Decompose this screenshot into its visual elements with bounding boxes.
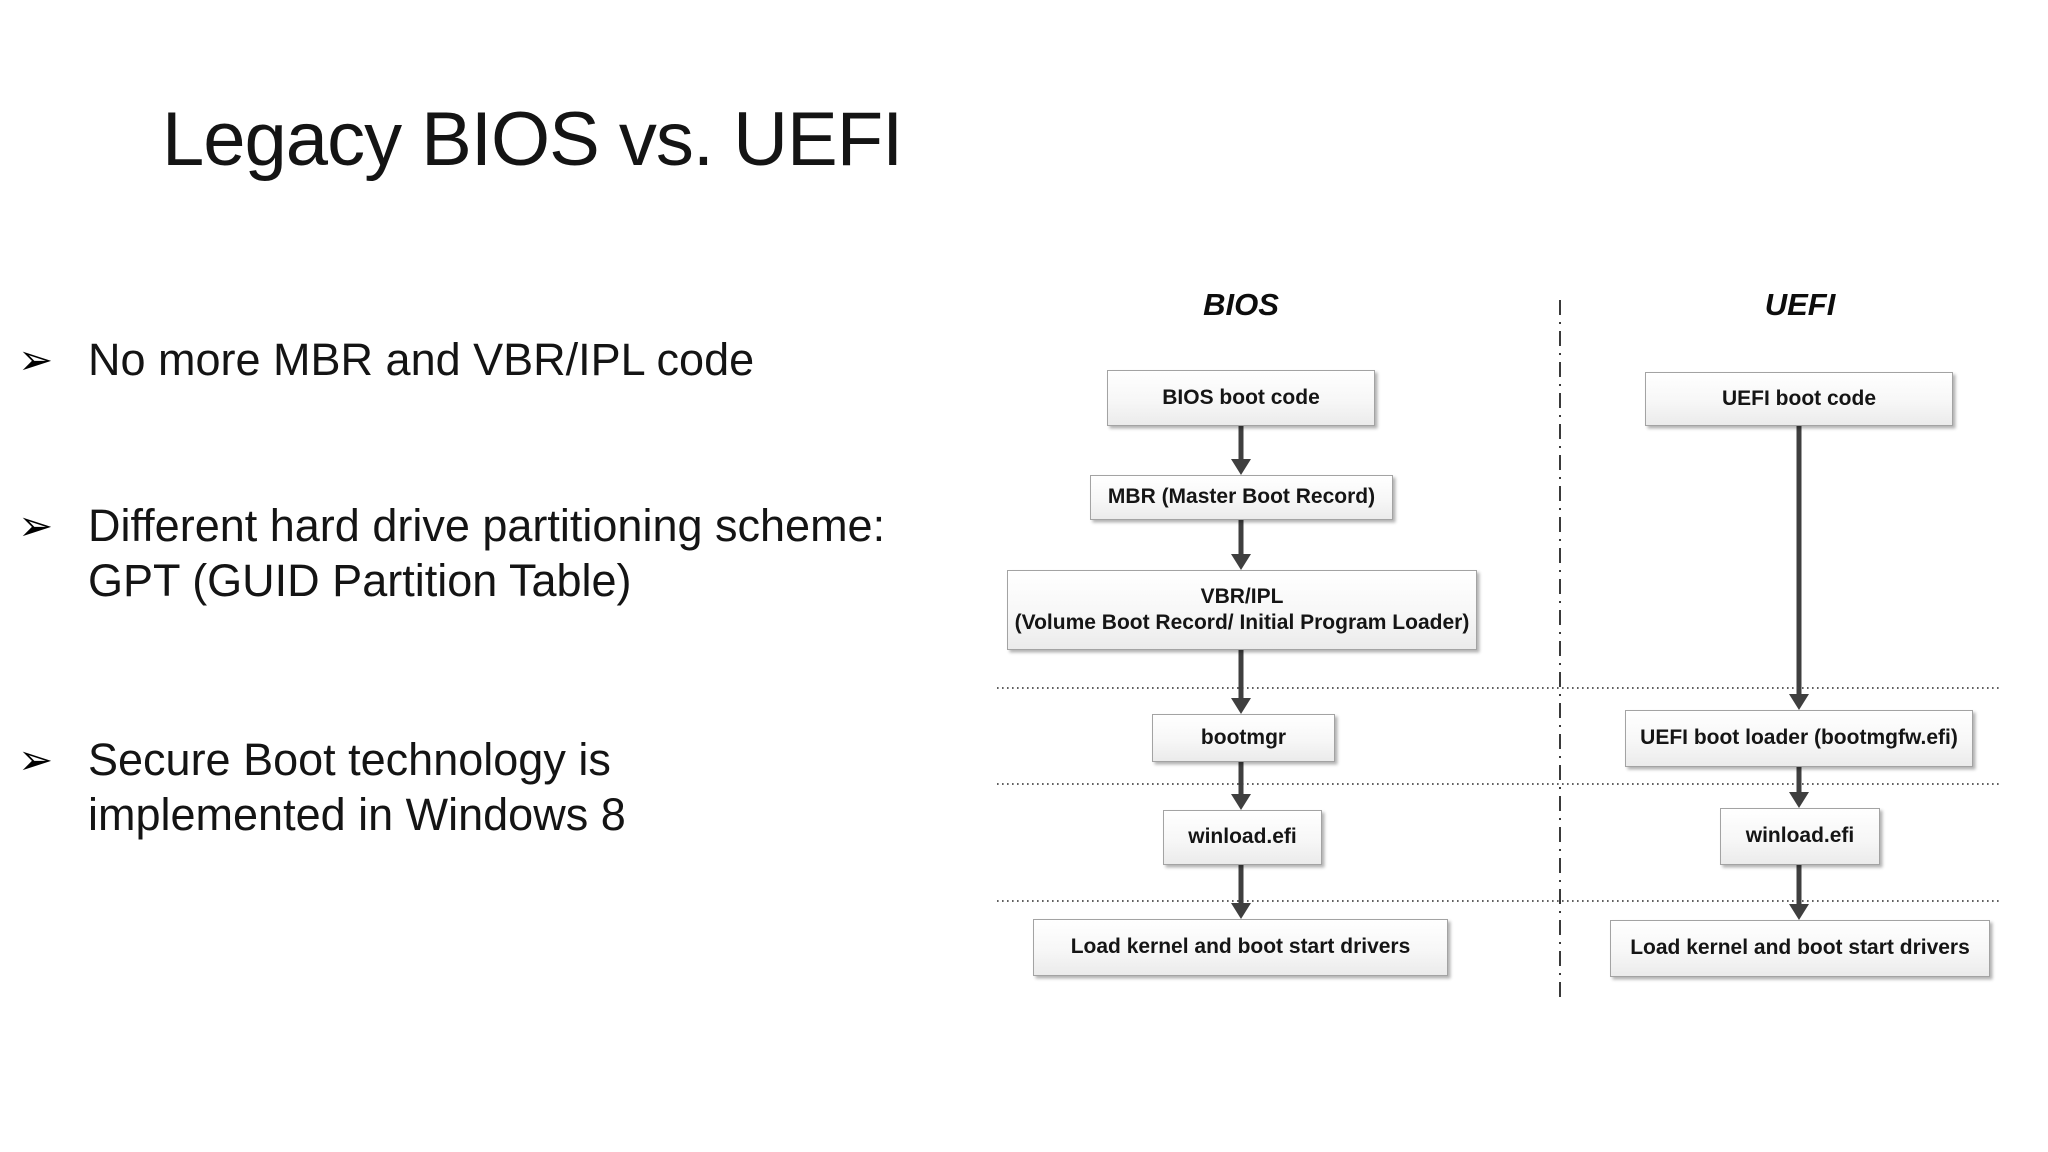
bullet-text: Different hard drive partitioning scheme…: [88, 500, 886, 606]
flow-box-label: MBR (Master Boot Record): [1107, 485, 1376, 509]
bullet-text: Secure Boot technology is implemented in…: [88, 734, 626, 840]
flow-box-label-line2: (Volume Boot Record/ Initial Program Loa…: [1014, 611, 1470, 634]
flow-arrow-mbr-to-vbr: [1231, 520, 1251, 570]
flow-arrow-winload-to-kernel-uefi: [1789, 865, 1809, 920]
uefi-column-header: UEFI: [1764, 287, 1836, 322]
boot-flow-diagram: BIOS UEFI BIOS boot code MBR (Master Boo…: [990, 285, 2048, 1010]
flow-box-label: Load kernel and boot start drivers: [1070, 935, 1411, 959]
flow-arrow-uefi-bootcode-to-loader: [1789, 426, 1809, 710]
flow-box-label: BIOS boot code: [1162, 385, 1320, 409]
flow-box-label: UEFI boot code: [1722, 386, 1876, 410]
arrow-bullet-icon: ➢: [18, 501, 54, 550]
flow-arrow-bootmgr-to-winload: [1231, 762, 1251, 810]
flow-box-load-kernel-bios: Load kernel and boot start drivers: [1033, 919, 1448, 976]
slide-title: Legacy BIOS vs. UEFI: [162, 97, 903, 182]
flow-box-label: bootmgr: [1200, 725, 1287, 749]
flow-box-label: winload.efi: [1188, 825, 1297, 849]
flow-box-winload-bios: winload.efi: [1163, 810, 1322, 865]
arrow-bullet-icon: ➢: [18, 335, 54, 384]
flow-box-label: Load kernel and boot start drivers: [1630, 936, 1970, 960]
flow-arrow-loader-to-winload-uefi: [1789, 767, 1809, 808]
diagram-lines-layer: [997, 300, 2000, 1000]
bios-column-header: BIOS: [1203, 287, 1279, 322]
flow-box-label: UEFI boot loader (bootmgfw.efi): [1640, 726, 1958, 750]
bullet-item: ➢ Different hard drive partitioning sche…: [18, 498, 923, 608]
bullet-item: ➢ Secure Boot technology is implemented …: [18, 732, 698, 842]
flow-box-mbr: MBR (Master Boot Record): [1090, 475, 1393, 520]
flow-box-label: winload.efi: [1745, 824, 1855, 848]
flow-arrow-vbr-to-bootmgr: [1231, 650, 1251, 714]
flow-box-bootmgr: bootmgr: [1152, 714, 1335, 762]
flow-box-vbr-ipl: VBR/IPL (Volume Boot Record/ Initial Pro…: [1007, 570, 1477, 650]
flow-arrow-bios-bootcode-to-mbr: [1231, 426, 1251, 475]
flow-box-bios-boot-code: BIOS boot code: [1107, 370, 1375, 426]
flow-box-uefi-boot-loader: UEFI boot loader (bootmgfw.efi): [1625, 710, 1973, 767]
bullet-text: No more MBR and VBR/IPL code: [88, 334, 755, 385]
flow-box-label-line1: VBR/IPL: [1200, 584, 1284, 608]
flow-arrow-winload-to-kernel-bios: [1231, 865, 1251, 919]
flow-box-winload-uefi: winload.efi: [1720, 808, 1880, 865]
flow-box-load-kernel-uefi: Load kernel and boot start drivers: [1610, 920, 1990, 977]
bullet-item: ➢ No more MBR and VBR/IPL code: [18, 332, 754, 387]
flow-box-uefi-boot-code: UEFI boot code: [1645, 372, 1953, 426]
arrow-bullet-icon: ➢: [18, 735, 54, 784]
